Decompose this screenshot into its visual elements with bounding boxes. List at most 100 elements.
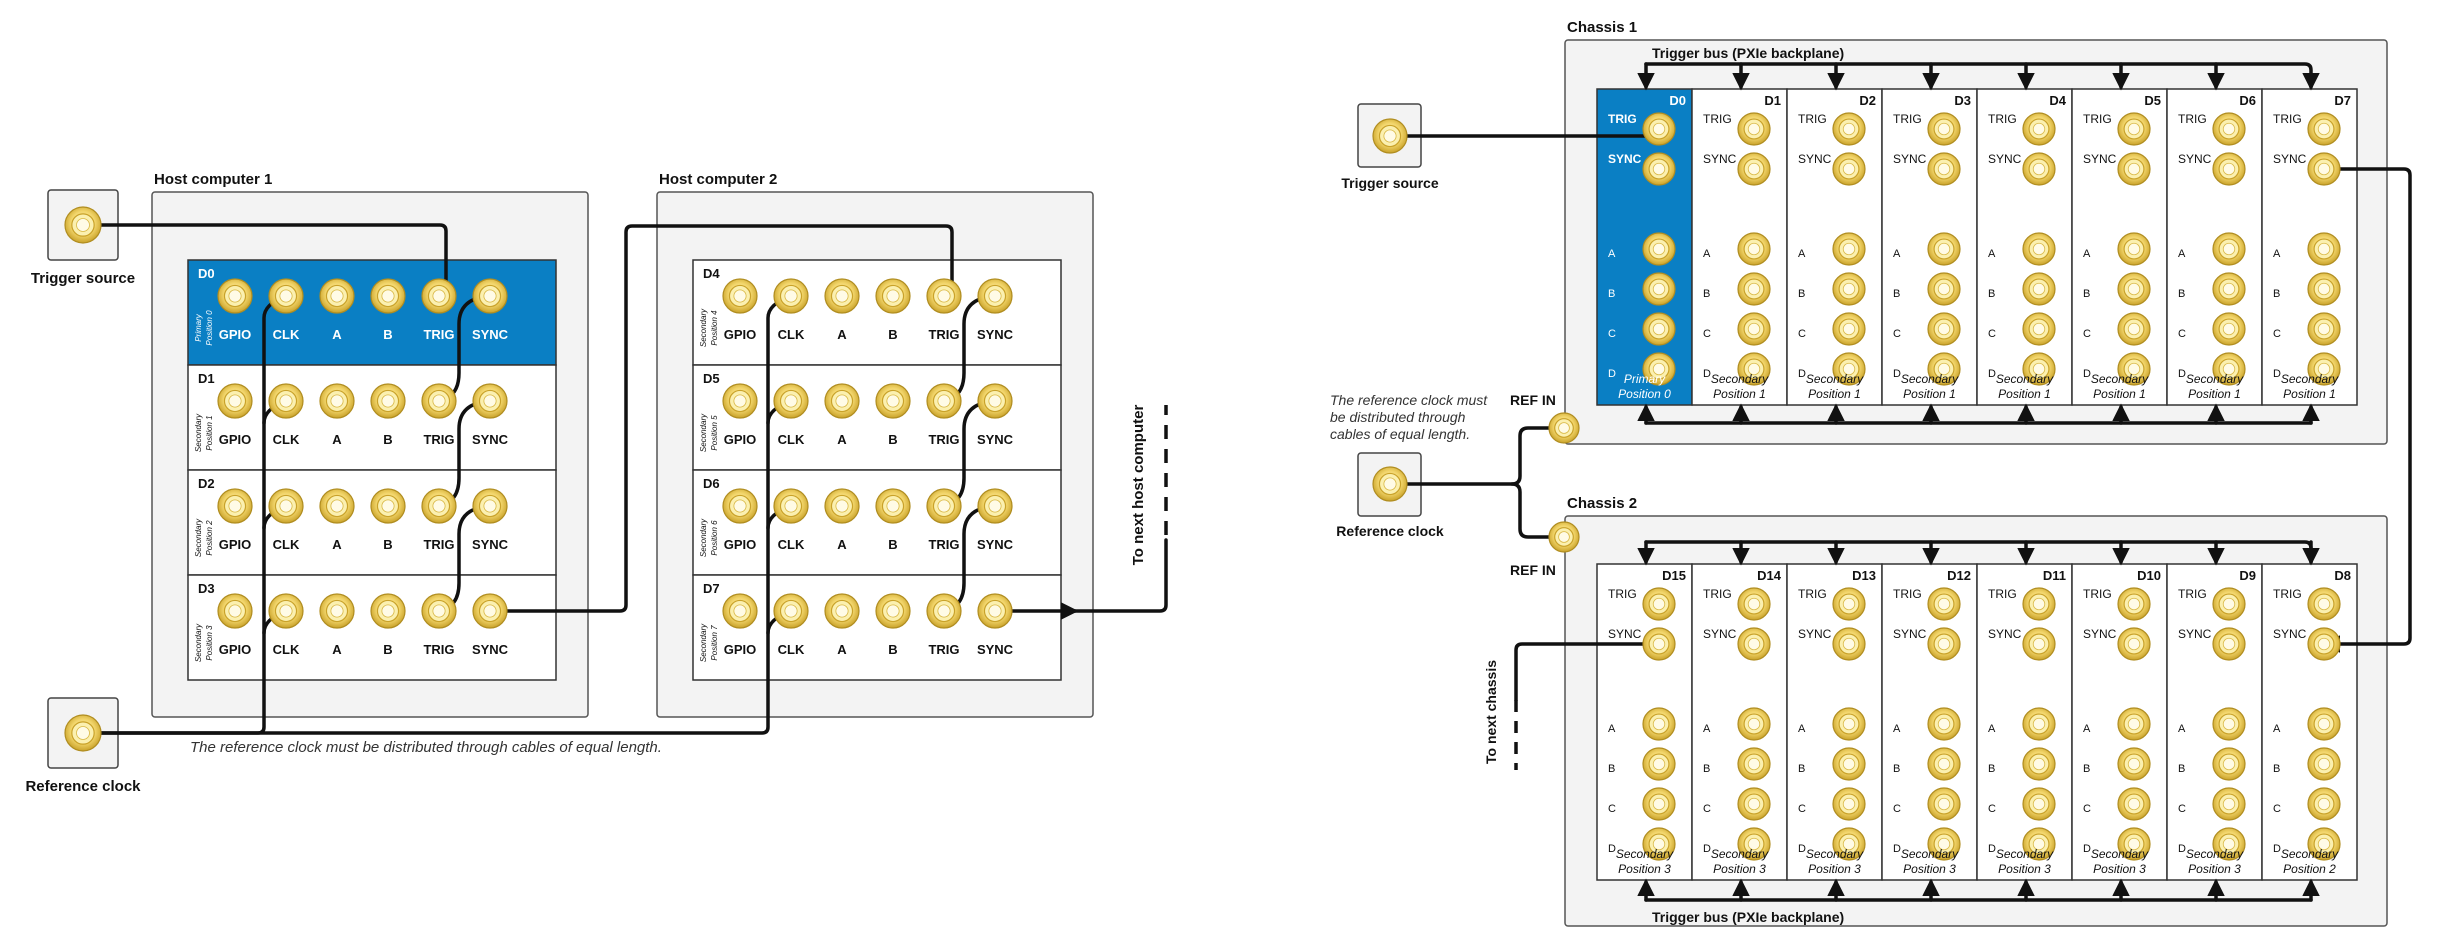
port-sync[interactable] [2307, 627, 2341, 661]
connector-gpio[interactable] [217, 593, 253, 629]
connector-b[interactable] [875, 593, 911, 629]
port-trig[interactable] [2307, 112, 2341, 146]
connector-gpio[interactable] [217, 383, 253, 419]
port-c[interactable] [1927, 787, 1961, 821]
port-a[interactable] [2307, 707, 2341, 741]
port-a[interactable] [1642, 232, 1676, 266]
port-d[interactable] [2212, 827, 2246, 861]
port-a[interactable] [1737, 232, 1771, 266]
connector-sync[interactable] [977, 488, 1013, 524]
port-b[interactable] [2022, 747, 2056, 781]
connector-trig[interactable] [421, 383, 457, 419]
connector-gpio[interactable] [722, 278, 758, 314]
connector-clk[interactable] [268, 383, 304, 419]
port-b[interactable] [1737, 272, 1771, 306]
port-d[interactable] [2022, 827, 2056, 861]
port-d[interactable] [1737, 352, 1771, 386]
connector-a[interactable] [319, 383, 355, 419]
port-sync[interactable] [1927, 152, 1961, 186]
port-sync[interactable] [1832, 627, 1866, 661]
port-b[interactable] [2212, 272, 2246, 306]
connector-trig[interactable] [926, 278, 962, 314]
port-c[interactable] [2307, 787, 2341, 821]
connector-clk[interactable] [268, 593, 304, 629]
port-a[interactable] [2212, 707, 2246, 741]
port-trig[interactable] [1832, 112, 1866, 146]
connector-gpio[interactable] [217, 278, 253, 314]
port-trig[interactable] [1927, 112, 1961, 146]
port-sync[interactable] [2117, 627, 2151, 661]
connector-a[interactable] [319, 278, 355, 314]
reference-clock-connector[interactable] [64, 714, 102, 752]
port-a[interactable] [2307, 232, 2341, 266]
port-sync[interactable] [2022, 152, 2056, 186]
connector-a[interactable] [824, 593, 860, 629]
port-c[interactable] [2117, 787, 2151, 821]
port-sync[interactable] [1737, 152, 1771, 186]
port-trig[interactable] [1737, 587, 1771, 621]
port-sync[interactable] [1927, 627, 1961, 661]
connector-trig[interactable] [926, 593, 962, 629]
port-d[interactable] [1737, 827, 1771, 861]
port-c[interactable] [1737, 787, 1771, 821]
port-d[interactable] [1927, 827, 1961, 861]
connector-b[interactable] [875, 488, 911, 524]
connector-b[interactable] [875, 383, 911, 419]
port-b[interactable] [2117, 747, 2151, 781]
trigger-source-connector[interactable] [1372, 118, 1408, 154]
port-trig[interactable] [1737, 112, 1771, 146]
port-sync[interactable] [1642, 627, 1676, 661]
connector-b[interactable] [370, 488, 406, 524]
port-trig[interactable] [2212, 587, 2246, 621]
connector-a[interactable] [319, 488, 355, 524]
connector-b[interactable] [875, 278, 911, 314]
port-a[interactable] [2117, 707, 2151, 741]
ref-in-connector[interactable] [1548, 412, 1580, 444]
trigger-source-connector[interactable] [64, 206, 102, 244]
connector-gpio[interactable] [722, 383, 758, 419]
port-d[interactable] [2117, 827, 2151, 861]
connector-sync[interactable] [472, 278, 508, 314]
port-trig[interactable] [2022, 112, 2056, 146]
connector-clk[interactable] [773, 593, 809, 629]
port-d[interactable] [1642, 352, 1676, 386]
connector-sync[interactable] [977, 593, 1013, 629]
port-a[interactable] [1737, 707, 1771, 741]
connector-sync[interactable] [472, 383, 508, 419]
port-a[interactable] [1642, 707, 1676, 741]
port-d[interactable] [2212, 352, 2246, 386]
port-d[interactable] [2117, 352, 2151, 386]
port-c[interactable] [2022, 312, 2056, 346]
port-c[interactable] [1642, 312, 1676, 346]
connector-trig[interactable] [926, 488, 962, 524]
connector-a[interactable] [319, 593, 355, 629]
connector-gpio[interactable] [722, 488, 758, 524]
port-c[interactable] [1832, 312, 1866, 346]
connector-trig[interactable] [421, 278, 457, 314]
port-sync[interactable] [2307, 152, 2341, 186]
connector-sync[interactable] [472, 488, 508, 524]
port-a[interactable] [2212, 232, 2246, 266]
port-c[interactable] [1927, 312, 1961, 346]
connector-b[interactable] [370, 278, 406, 314]
port-trig[interactable] [1832, 587, 1866, 621]
port-trig[interactable] [2117, 112, 2151, 146]
connector-clk[interactable] [268, 488, 304, 524]
ref-in-connector[interactable] [1548, 521, 1580, 553]
port-d[interactable] [2022, 352, 2056, 386]
port-trig[interactable] [2117, 587, 2151, 621]
port-b[interactable] [2212, 747, 2246, 781]
port-b[interactable] [2022, 272, 2056, 306]
port-b[interactable] [2117, 272, 2151, 306]
port-b[interactable] [2307, 272, 2341, 306]
port-trig[interactable] [1927, 587, 1961, 621]
port-trig[interactable] [2022, 587, 2056, 621]
port-b[interactable] [1737, 747, 1771, 781]
port-sync[interactable] [2212, 152, 2246, 186]
connector-clk[interactable] [268, 278, 304, 314]
port-b[interactable] [2307, 747, 2341, 781]
port-a[interactable] [1832, 707, 1866, 741]
port-d[interactable] [1927, 352, 1961, 386]
connector-a[interactable] [824, 383, 860, 419]
port-a[interactable] [2022, 707, 2056, 741]
